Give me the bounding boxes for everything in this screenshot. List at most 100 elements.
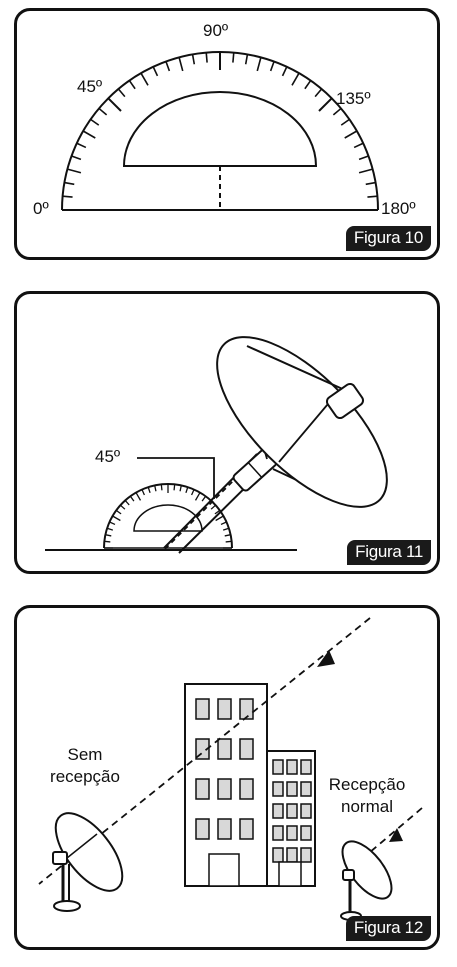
protractor-tick — [117, 88, 126, 98]
normal-reception-line-2: normal — [341, 797, 393, 816]
no-reception-line-1: Sem — [67, 745, 103, 764]
protractor-tick — [314, 88, 323, 98]
building-window — [195, 818, 210, 840]
feed-support — [278, 397, 334, 463]
protractor-tick — [62, 195, 73, 198]
protractor-tick — [365, 181, 376, 186]
protractor-tick — [140, 72, 149, 86]
protractor-tick — [358, 168, 373, 174]
elevation-axis — [164, 480, 234, 550]
protractor-tick — [318, 97, 333, 112]
figure-11-panel: 45º Figura 11 — [14, 291, 440, 574]
building-window — [217, 698, 232, 720]
small-protractor-tick — [190, 489, 195, 496]
building-window — [195, 778, 210, 800]
normal-reception-line-1: Recepção — [328, 775, 406, 794]
normal-ray-arrowhead — [389, 828, 403, 842]
angle-label-45: 45º — [77, 77, 103, 96]
small-protractor-tick — [225, 540, 232, 543]
protractor-tick — [244, 54, 249, 65]
building-window — [272, 781, 284, 797]
figure-10-panel: 90º 45º 135º 0º 180º Figura 10 — [14, 8, 440, 260]
small-protractor-tick — [147, 486, 151, 494]
small-protractor-tick — [109, 521, 116, 526]
building-window — [300, 825, 312, 841]
feed-arm — [246, 345, 348, 392]
protractor-tick — [165, 61, 171, 72]
small-protractor-tick — [201, 495, 207, 502]
protractor-tick — [98, 107, 108, 116]
small-protractor-tick — [106, 527, 114, 531]
building-window — [272, 847, 284, 863]
figure-12-label: Figura 12 — [345, 916, 431, 941]
lnb-feed — [325, 382, 365, 420]
protractor-tick — [152, 66, 159, 77]
small-protractor-tick — [154, 485, 157, 492]
protractor-tick — [291, 72, 300, 86]
small-protractor-tick — [215, 515, 224, 522]
figure-10-label: Figura 10 — [345, 226, 431, 251]
no-reception-line-2: recepção — [50, 767, 120, 786]
building-window — [300, 759, 312, 775]
building-window — [217, 818, 232, 840]
small-protractor-tick — [224, 534, 231, 537]
building-window — [217, 778, 232, 800]
small-protractor-tick — [222, 527, 230, 531]
angle-label-45: 45º — [95, 447, 121, 466]
protractor-tick — [256, 57, 262, 72]
building-window — [300, 847, 312, 863]
building-window — [286, 759, 298, 775]
building-window — [195, 698, 210, 720]
protractor-tick — [340, 118, 350, 126]
protractor-tick — [107, 97, 122, 112]
protractor-tick — [332, 107, 342, 116]
small-protractor-tick — [173, 484, 176, 491]
small-protractor-tick — [120, 504, 126, 510]
small-protractor-tick — [160, 484, 163, 491]
building-window — [286, 825, 298, 841]
small-protractor-tick — [129, 495, 135, 502]
blocked-ray-arrowhead — [317, 650, 335, 667]
figure-12-panel: Sem recepção Recepção normal Figura 12 — [14, 605, 440, 950]
small-protractor-tick — [105, 534, 112, 537]
small-protractor-tick — [104, 540, 111, 543]
protractor-tick — [191, 54, 196, 65]
small-protractor-outer-arc — [103, 483, 233, 549]
angle-leader-line — [137, 457, 215, 499]
building-window — [217, 738, 232, 760]
building-window — [300, 803, 312, 819]
building-window — [239, 818, 254, 840]
short-building-windows — [272, 759, 312, 863]
small-protractor-tick — [135, 492, 142, 501]
small-protractor-tick — [194, 492, 201, 501]
reception-scene-drawing — [38, 617, 423, 921]
protractor-tick — [128, 80, 136, 90]
angle-label-90: 90º — [203, 21, 229, 40]
protractor-tick — [358, 155, 369, 161]
dish-alignment-drawing — [45, 336, 388, 554]
protractor-tick — [367, 195, 378, 198]
building-window — [239, 778, 254, 800]
building-window — [300, 781, 312, 797]
building-window — [286, 847, 298, 863]
protractor-tick — [90, 118, 100, 126]
small-protractor-tick — [124, 500, 130, 506]
small-protractor-tick — [112, 515, 121, 522]
protractor-tick — [67, 168, 82, 174]
left-dish — [52, 812, 124, 912]
small-protractor-tick — [185, 486, 189, 494]
building-window — [239, 738, 254, 760]
building-window — [272, 825, 284, 841]
building-window — [286, 781, 298, 797]
angle-label-180: 180º — [381, 199, 416, 218]
protractor-tick — [82, 130, 96, 139]
small-protractor-tick — [214, 509, 221, 515]
protractor-tick — [232, 52, 235, 63]
small-protractor-ticks — [104, 484, 232, 549]
tall-building-windows — [195, 698, 254, 840]
no-reception-caption: Sem recepção — [45, 744, 125, 788]
right-dish — [340, 840, 393, 921]
small-protractor-tick — [115, 509, 122, 515]
building-window — [286, 803, 298, 819]
short-building-door — [278, 861, 302, 887]
